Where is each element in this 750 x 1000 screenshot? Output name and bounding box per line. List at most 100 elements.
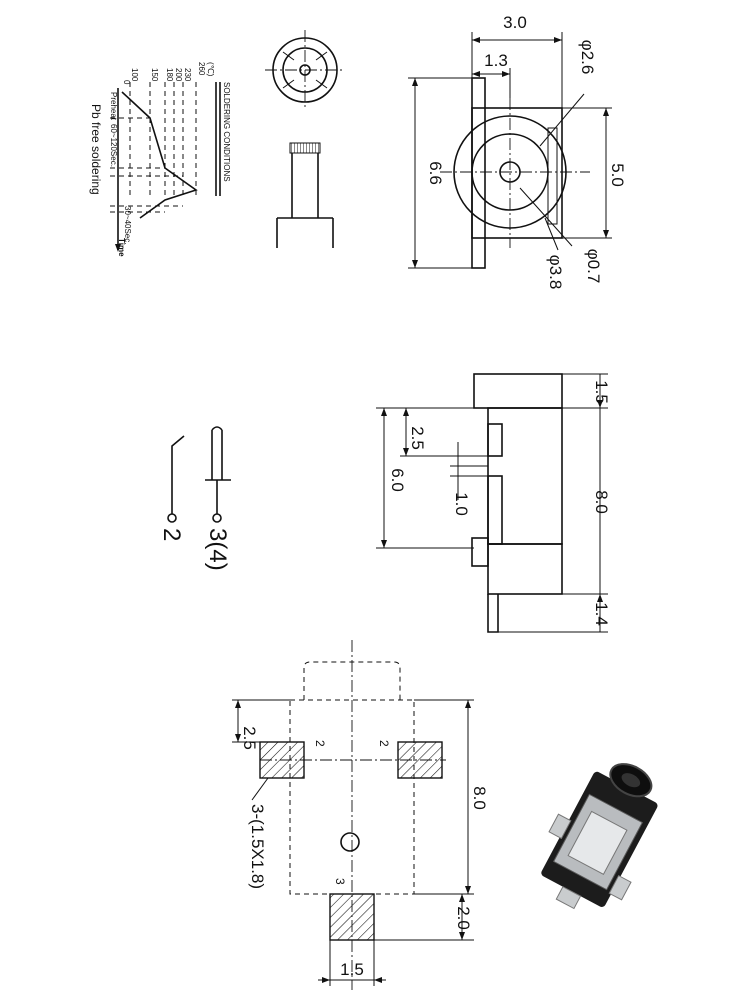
- terminal-dot-b: [167, 513, 177, 523]
- side-view: 1.5 8.0 1.4 6.0 2.5 1.0: [376, 373, 611, 633]
- solder-pad-2b: [397, 741, 443, 779]
- dim-height-label: 6.6: [426, 161, 445, 185]
- tick-mark: [315, 79, 328, 89]
- tick-mark: [282, 51, 295, 61]
- dim-gap-label: 1.0: [452, 492, 471, 516]
- spring-contact-symbol: [171, 435, 185, 514]
- arrowhead: [412, 260, 418, 268]
- arrowhead: [381, 540, 387, 548]
- leader-line: [544, 217, 559, 251]
- solder-pad-2a: [259, 741, 305, 779]
- side-notch-2: [487, 475, 503, 545]
- temp-tick-0: 0: [122, 80, 131, 85]
- arrowhead: [472, 71, 480, 77]
- front-view: 3.0 1.3 6.6 5.0 φ2.6 φ3.8 φ0.7: [408, 13, 627, 289]
- dim-pad-offset-label: 2.0: [454, 906, 473, 930]
- time-axis-label: Time: [117, 238, 126, 257]
- solder-profile-curve: [121, 91, 198, 219]
- terminal-dot-a: [212, 513, 222, 523]
- pin-label-a: 3(4): [204, 528, 231, 571]
- arrowhead: [554, 37, 562, 43]
- mount-flange: [471, 77, 486, 269]
- dim-inner-label: 5.0: [608, 163, 627, 187]
- dim-width-label: 3.0: [503, 13, 527, 32]
- arrowhead: [459, 894, 465, 902]
- temp-tick-180: 180: [165, 68, 174, 82]
- pad-label-2a: 2: [313, 740, 327, 747]
- dim-notch-label: 2.5: [408, 426, 427, 450]
- temp-tick-230: 230: [183, 68, 192, 82]
- knurled-tip: [289, 142, 321, 154]
- solder-caption: Pb free soldering: [89, 104, 103, 195]
- product-photo: [541, 763, 658, 910]
- arrowhead: [412, 78, 418, 86]
- solder-title: SOLDERING CONDITIONS: [222, 82, 231, 182]
- dim-pitch-label: 2.5: [240, 726, 259, 750]
- leader-line: [539, 93, 585, 147]
- arrowhead: [597, 400, 603, 408]
- arrowhead: [403, 408, 409, 416]
- arrowhead: [603, 230, 609, 238]
- arrowhead: [374, 977, 382, 983]
- temp-tick-100: 100: [130, 68, 139, 82]
- arrowhead: [465, 700, 471, 708]
- photo-terminal: [548, 813, 572, 840]
- arrowhead: [115, 244, 121, 252]
- tick-mark: [282, 79, 295, 89]
- arrowhead: [403, 448, 409, 456]
- photo-jack-hole: [621, 773, 641, 788]
- pad-label-3: 3: [333, 878, 347, 885]
- arrowhead: [603, 108, 609, 116]
- dim-bottom-label: 1.4: [592, 602, 611, 626]
- arrowhead: [459, 932, 465, 940]
- arrowhead: [381, 408, 387, 416]
- pin-label-b: 2: [158, 528, 185, 541]
- dim-length-label: 8.0: [592, 490, 611, 514]
- bottom-block: [487, 543, 563, 595]
- arrowhead: [235, 700, 241, 708]
- plug-symbol: [211, 426, 223, 480]
- solder-pad-3: [329, 893, 375, 941]
- arrowhead: [502, 71, 510, 77]
- dim-pad-width-label: 1.5: [340, 960, 364, 979]
- locating-hole: [340, 832, 360, 852]
- schematic-symbol: 3(4) 2: [158, 426, 231, 571]
- photo-terminal: [555, 886, 582, 910]
- arrowhead: [465, 886, 471, 894]
- leader-line: [519, 187, 573, 247]
- arrowhead: [597, 594, 603, 602]
- arrowhead: [472, 37, 480, 43]
- solder-unit: (℃): [206, 62, 215, 77]
- photo-metal-highlight: [567, 810, 628, 876]
- leader-line: [251, 777, 269, 801]
- pad-label-2b: 2: [377, 740, 391, 747]
- terminal-leg: [487, 594, 499, 633]
- dim-depth-label: 6.0: [388, 468, 407, 492]
- preheat-time-label: 60~120Sec.: [109, 124, 118, 167]
- dim-offset-label: 1.3: [484, 51, 508, 70]
- soldering-chart: SOLDERING CONDITIONS (℃) 260 230 200 180…: [89, 62, 231, 257]
- peak-time-label: 30~40Sec.: [123, 206, 132, 244]
- dim-length-label: 8.0: [470, 786, 489, 810]
- photo-terminal: [608, 874, 632, 901]
- dim-dia-pin-label: φ0.7: [584, 249, 603, 284]
- dim-dia-inner-label: φ2.6: [578, 40, 597, 75]
- preheat-label: Preheat: [109, 92, 118, 121]
- temp-tick-150: 150: [150, 68, 159, 82]
- arrowhead: [235, 734, 241, 742]
- dim-dia-outer-label: φ3.8: [546, 255, 565, 290]
- dim-top-label: 1.5: [592, 380, 611, 404]
- tick-mark: [315, 51, 328, 61]
- pcb-layout: 2 2 3 2.5 8.0 2.0 1.5 3-(1.5X1.8): [232, 640, 489, 990]
- top-cap: [473, 373, 563, 409]
- side-bump: [471, 537, 489, 567]
- pad-size-label: 3-(1.5X1.8): [248, 804, 267, 889]
- plug-shaft: [291, 153, 319, 218]
- temp-tick-260: 260: [197, 62, 206, 76]
- side-notch: [487, 423, 503, 457]
- arrowhead: [322, 977, 330, 983]
- temp-tick-200: 200: [174, 68, 183, 82]
- plug-detail: [265, 30, 345, 248]
